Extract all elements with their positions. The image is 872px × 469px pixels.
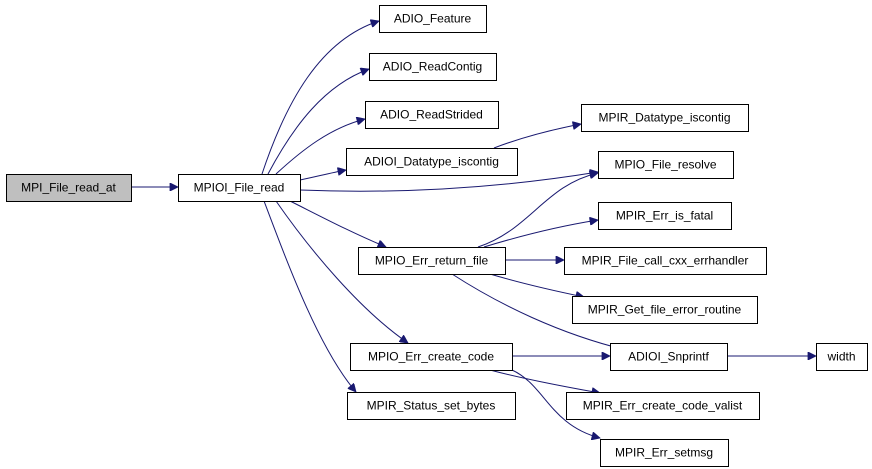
edge-mpioi-file-read-to-adio-readcontig (267, 69, 369, 175)
node-mpir-datatype-iscontig[interactable]: MPIR_Datatype_iscontig (581, 104, 749, 132)
node-box[interactable] (566, 392, 760, 420)
node-adio-feature[interactable]: ADIO_Feature (379, 5, 487, 33)
node-label: MPIR_Err_setmsg (615, 446, 713, 460)
node-label: MPIO_File_resolve (614, 158, 716, 172)
node-box[interactable] (816, 343, 868, 371)
node-label: ADIOI_Datatype_iscontig (364, 155, 499, 169)
edge-mpioi-file-read-to-mpir-status-set-bytes (263, 200, 356, 392)
node-label: MPIR_Datatype_iscontig (598, 111, 730, 125)
node-box[interactable] (358, 247, 506, 275)
node-mpio-file-resolve[interactable]: MPIO_File_resolve (598, 151, 734, 179)
node-box[interactable] (6, 174, 132, 202)
node-adioi-datatype-iscontig[interactable]: ADIOI_Datatype_iscontig (346, 148, 518, 176)
node-adio-readstrided[interactable]: ADIO_ReadStrided (365, 101, 499, 129)
node-mpio-err-return-file[interactable]: MPIO_Err_return_file (358, 247, 506, 275)
node-label: MPIO_Err_create_code (368, 350, 494, 364)
edge-mpioi-file-read-to-mpio-file-resolve (299, 172, 598, 192)
node-box[interactable] (564, 247, 767, 275)
node-label: ADIO_ReadContig (383, 60, 482, 74)
node-adioi-snprintf[interactable]: ADIOI_Snprintf (610, 343, 728, 371)
node-box[interactable] (379, 5, 487, 33)
node-label: MPIR_File_call_cxx_errhandler (582, 254, 749, 268)
node-mpioi-file-read[interactable]: MPIOI_File_read (178, 174, 301, 202)
edge-mpio-err-create-code-to-mpir-err-create-code-valist (489, 369, 600, 393)
edge-mpio-err-return-file-to-mpio-file-resolve (477, 173, 598, 248)
node-mpio-err-create-code[interactable]: MPIO_Err_create_code (350, 343, 513, 371)
node-label: MPIR_Get_file_error_routine (588, 303, 742, 317)
node-label: MPIR_Err_is_fatal (616, 209, 713, 223)
node-box[interactable] (581, 104, 749, 132)
edge-mpio-err-create-code-to-mpir-err-setmsg (511, 369, 600, 438)
node-box[interactable] (572, 296, 758, 324)
edge-mpioi-file-read-to-adio-readstrided (275, 119, 365, 175)
node-box[interactable] (610, 343, 728, 371)
edge-mpio-err-return-file-to-mpir-get-file-error-routine (489, 273, 584, 297)
node-label: MPIO_Err_return_file (375, 254, 489, 268)
node-box[interactable] (365, 101, 499, 129)
node-label: MPIR_Err_create_code_valist (583, 399, 743, 413)
node-label: MPIR_Status_set_bytes (367, 399, 496, 413)
node-adio-readcontig[interactable]: ADIO_ReadContig (369, 53, 497, 81)
node-box[interactable] (598, 151, 734, 179)
edge-mpioi-file-read-to-mpio-err-return-file (289, 200, 386, 247)
node-label: ADIOI_Snprintf (628, 350, 709, 364)
node-box[interactable] (347, 392, 516, 420)
node-mpi-file-read-at[interactable]: MPI_File_read_at (6, 174, 132, 202)
node-label: width (826, 350, 855, 364)
edge-mpioi-file-read-to-adio-feature (261, 21, 379, 175)
edge-adioi-datatype-iscontig-to-mpir-datatype-iscontig (493, 124, 581, 149)
node-width[interactable]: width (816, 343, 868, 371)
node-box[interactable] (600, 439, 729, 467)
node-label: MPIOI_File_read (194, 181, 285, 195)
node-mpir-status-set-bytes[interactable]: MPIR_Status_set_bytes (347, 392, 516, 420)
node-label: ADIO_ReadStrided (380, 108, 483, 122)
edge-mpioi-file-read-to-mpio-err-create-code (275, 200, 408, 343)
node-label: MPI_File_read_at (21, 181, 116, 195)
edges-layer (130, 21, 816, 438)
node-box[interactable] (178, 174, 301, 202)
edge-mpio-err-return-file-to-adioi-snprintf (451, 273, 626, 350)
node-mpir-err-setmsg[interactable]: MPIR_Err_setmsg (600, 439, 729, 467)
node-mpir-err-is-fatal[interactable]: MPIR_Err_is_fatal (598, 202, 732, 230)
node-mpir-err-create-code-valist[interactable]: MPIR_Err_create_code_valist (566, 392, 760, 420)
edge-mpioi-file-read-to-adioi-datatype-iscontig (299, 170, 346, 181)
node-mpir-get-file-error-routine[interactable]: MPIR_Get_file_error_routine (572, 296, 758, 324)
node-box[interactable] (598, 202, 732, 230)
node-mpir-file-call-cxx-errhandler[interactable]: MPIR_File_call_cxx_errhandler (564, 247, 767, 275)
node-box[interactable] (346, 148, 518, 176)
node-box[interactable] (350, 343, 513, 371)
node-box[interactable] (369, 53, 497, 81)
node-label: ADIO_Feature (394, 12, 472, 26)
nodes-layer: MPI_File_read_at MPIOI_File_read ADIO_Feat… (6, 5, 868, 467)
edge-mpio-err-return-file-to-mpir-err-is-fatal (483, 220, 598, 248)
